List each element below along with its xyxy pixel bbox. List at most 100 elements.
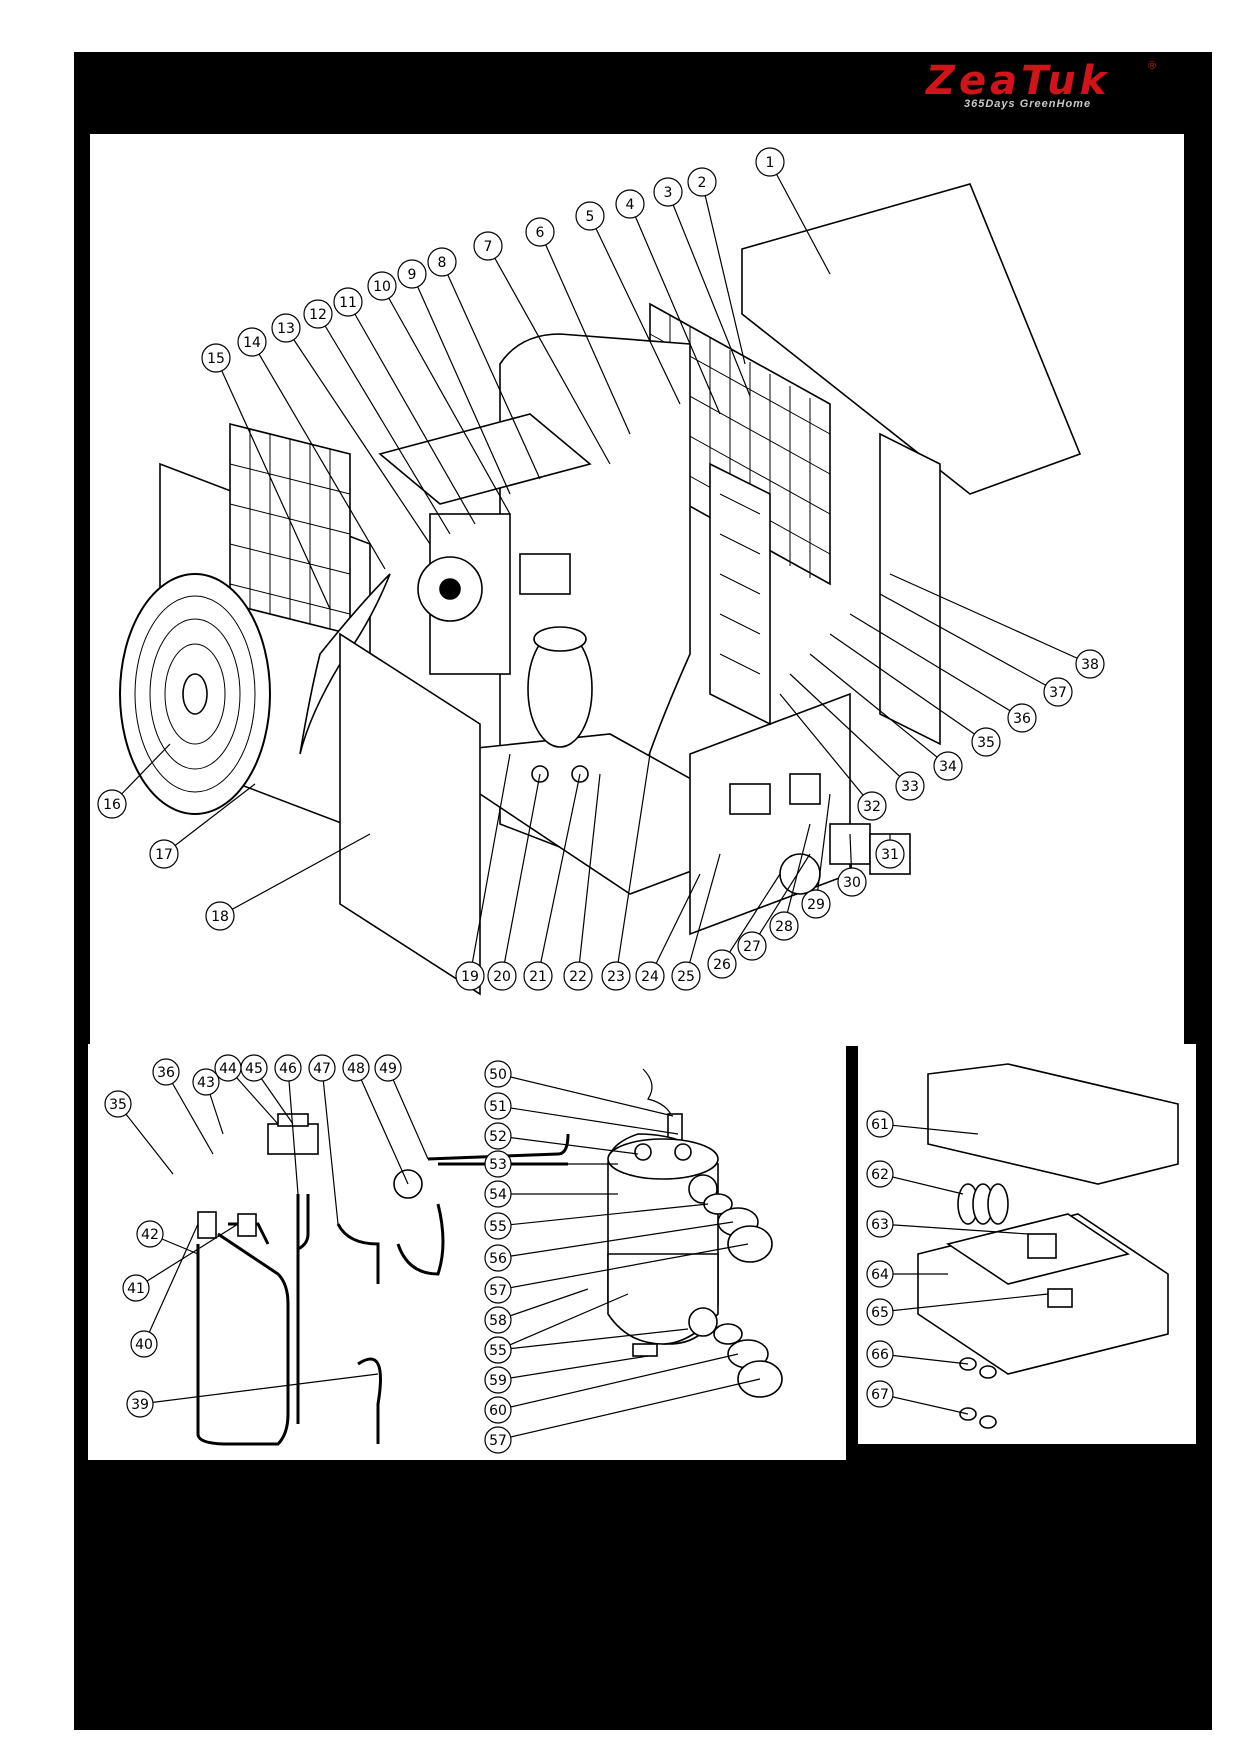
callout-circle — [523, 961, 553, 991]
callout-circle — [308, 1054, 336, 1082]
callout-leader — [317, 313, 451, 535]
callout-label-57: 57 — [489, 1283, 507, 1299]
callout-circle — [397, 259, 427, 289]
callout-label-7: 7 — [484, 239, 493, 255]
callout-label-48: 48 — [347, 1061, 365, 1077]
callout-circle — [866, 1160, 894, 1188]
callout-label-24: 24 — [641, 969, 659, 985]
callout-circle — [895, 771, 925, 801]
callout-leader — [411, 273, 511, 495]
callout-leader — [497, 1243, 749, 1291]
callout-circle — [487, 961, 517, 991]
pressure-switch — [667, 1113, 683, 1141]
sensor-wire — [642, 1068, 674, 1120]
callout-leader — [497, 1355, 649, 1381]
callout-label-34: 34 — [939, 759, 957, 775]
callout-circle — [866, 1110, 894, 1138]
callout-circle — [525, 217, 555, 247]
callout-label-14: 14 — [243, 335, 261, 351]
callout-label-63: 63 — [871, 1217, 889, 1233]
callout-leader — [497, 1378, 761, 1441]
callout-leader — [441, 261, 541, 480]
callout-circle — [875, 839, 905, 869]
callout-leader — [215, 357, 331, 610]
callout-circle — [97, 789, 127, 819]
callout-label-36: 36 — [1013, 711, 1031, 727]
callout-leader — [879, 593, 1059, 693]
pipe-section-47 — [336, 1223, 380, 1284]
callout-circle — [484, 1276, 512, 1304]
callout-label-61: 61 — [871, 1117, 889, 1133]
callout-circle — [737, 931, 767, 961]
callout-circle — [671, 961, 701, 991]
callout-leader — [889, 573, 1091, 665]
callout-label-16: 16 — [103, 797, 121, 813]
callout-circle — [192, 1068, 220, 1096]
callout-label-9: 9 — [408, 267, 417, 283]
page-frame: ZeaTuk ® 365Days GreenHome — [74, 52, 1212, 1730]
callout-circle — [484, 1122, 512, 1150]
callout-circle — [484, 1336, 512, 1364]
callout-leader — [629, 203, 721, 415]
callout-leader — [537, 773, 581, 977]
callout-label-6: 6 — [536, 225, 545, 241]
callout-leader — [615, 753, 651, 977]
control-box-lid — [927, 1063, 1179, 1185]
callout-label-5: 5 — [586, 209, 595, 225]
callout-leader — [751, 853, 811, 947]
terminal-block — [729, 783, 771, 815]
callout-circle — [933, 751, 963, 781]
callout-leader — [219, 833, 371, 917]
callout-circle — [563, 961, 593, 991]
callout-circle — [367, 271, 397, 301]
callout-leader — [381, 285, 511, 515]
callout-leader — [355, 1067, 409, 1185]
callout-label-31: 31 — [881, 847, 899, 863]
callout-circle — [237, 327, 267, 357]
pipe-section-39 — [357, 1357, 382, 1444]
callout-label-10: 10 — [373, 279, 391, 295]
callout-circle — [136, 1220, 164, 1248]
cable-gland-2 — [979, 1365, 997, 1379]
side-frame-right — [879, 432, 941, 746]
callout-label-46: 46 — [279, 1061, 297, 1077]
callout-label-20: 20 — [493, 969, 511, 985]
callout-label-21: 21 — [529, 969, 547, 985]
callout-circle — [201, 343, 231, 373]
callout-label-53: 53 — [489, 1157, 507, 1173]
display-window — [789, 773, 821, 805]
callout-leader — [163, 783, 256, 855]
callout-label-19: 19 — [461, 969, 479, 985]
callout-leader — [347, 301, 476, 525]
callout-circle — [484, 1212, 512, 1240]
callout-circle — [484, 1150, 512, 1178]
callout-label-44: 44 — [219, 1061, 237, 1077]
callout-label-41: 41 — [127, 1281, 145, 1297]
callout-leader — [829, 633, 987, 743]
evaporator-coil — [709, 462, 771, 726]
callout-circle — [769, 911, 799, 941]
capacitor-3 — [987, 1183, 1009, 1225]
callout-label-23: 23 — [607, 969, 625, 985]
callout-leader — [649, 873, 701, 977]
callout-label-62: 62 — [871, 1167, 889, 1183]
callout-label-42: 42 — [141, 1227, 159, 1243]
callout-leader — [667, 191, 751, 397]
callout-label-39: 39 — [131, 1397, 149, 1413]
callout-label-64: 64 — [871, 1267, 889, 1283]
callout-leader — [487, 245, 611, 465]
callout-circle — [837, 867, 867, 897]
callout-label-55: 55 — [489, 1343, 507, 1359]
expansion-valve — [237, 1213, 257, 1237]
callout-leader — [701, 181, 746, 365]
callout-leader — [879, 1173, 964, 1195]
callout-circle — [152, 1058, 180, 1086]
callout-circle — [687, 167, 717, 197]
callout-leader — [497, 1105, 679, 1135]
callout-leader — [589, 215, 681, 405]
callout-label-12: 12 — [309, 307, 327, 323]
callout-label-49: 49 — [379, 1061, 397, 1077]
callout-label-65: 65 — [871, 1305, 889, 1321]
